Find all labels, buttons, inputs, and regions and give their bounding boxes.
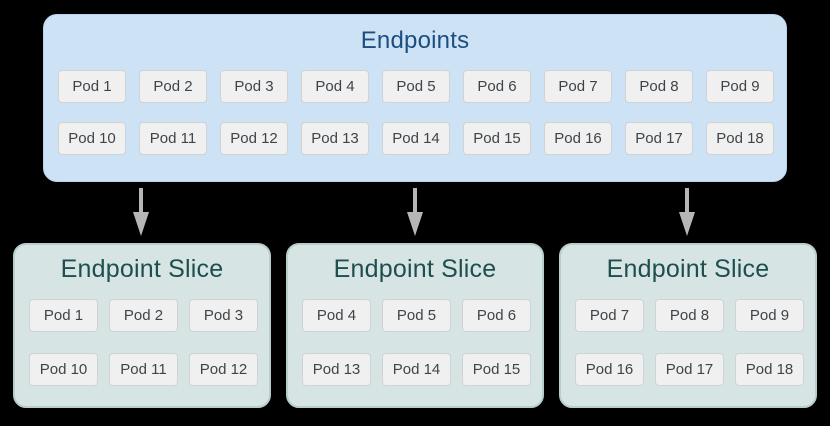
pod-box: Pod 8 bbox=[655, 299, 724, 332]
pod-box: Pod 9 bbox=[735, 299, 804, 332]
pod-box: Pod 16 bbox=[575, 353, 644, 386]
endpoint-slice-title: Endpoint Slice bbox=[60, 255, 224, 283]
endpoint-slice-box-3: Endpoint Slice Pod 7 Pod 8 Pod 9 Pod 16 … bbox=[559, 243, 817, 408]
endpoints-title: Endpoints bbox=[360, 27, 470, 54]
pod-box: Pod 11 bbox=[139, 122, 207, 155]
pod-box: Pod 14 bbox=[382, 353, 451, 386]
pod-box: Pod 6 bbox=[463, 70, 531, 103]
pod-box: Pod 15 bbox=[463, 122, 531, 155]
pod-box: Pod 13 bbox=[301, 122, 369, 155]
slice-pod-grid: Pod 1 Pod 2 Pod 3 Pod 10 Pod 11 Pod 12 bbox=[29, 299, 258, 386]
down-arrow-icon bbox=[407, 188, 423, 236]
pod-box: Pod 16 bbox=[544, 122, 612, 155]
pod-box: Pod 3 bbox=[189, 299, 258, 332]
pod-box: Pod 15 bbox=[462, 353, 531, 386]
pod-box: Pod 13 bbox=[302, 353, 371, 386]
pod-box: Pod 5 bbox=[382, 299, 451, 332]
down-arrow-icon bbox=[679, 188, 695, 236]
pod-box: Pod 7 bbox=[575, 299, 644, 332]
pod-box: Pod 17 bbox=[625, 122, 693, 155]
pod-box: Pod 7 bbox=[544, 70, 612, 103]
endpoint-slice-box-2: Endpoint Slice Pod 4 Pod 5 Pod 6 Pod 13 … bbox=[286, 243, 544, 408]
endpoints-pod-grid: Pod 1 Pod 2 Pod 3 Pod 4 Pod 5 Pod 6 Pod … bbox=[58, 70, 774, 155]
slice-pod-grid: Pod 7 Pod 8 Pod 9 Pod 16 Pod 17 Pod 18 bbox=[575, 299, 804, 386]
pod-box: Pod 14 bbox=[382, 122, 450, 155]
pod-box: Pod 1 bbox=[29, 299, 98, 332]
pod-box: Pod 1 bbox=[58, 70, 126, 103]
endpoints-box: Endpoints Pod 1 Pod 2 Pod 3 Pod 4 Pod 5 … bbox=[43, 14, 787, 182]
pod-box: Pod 4 bbox=[301, 70, 369, 103]
slice-pod-grid: Pod 4 Pod 5 Pod 6 Pod 13 Pod 14 Pod 15 bbox=[302, 299, 531, 386]
pod-box: Pod 2 bbox=[109, 299, 178, 332]
pod-box: Pod 2 bbox=[139, 70, 207, 103]
pod-box: Pod 6 bbox=[462, 299, 531, 332]
pod-box: Pod 18 bbox=[735, 353, 804, 386]
endpoint-slice-title: Endpoint Slice bbox=[606, 255, 770, 283]
pod-box: Pod 12 bbox=[220, 122, 288, 155]
pod-box: Pod 3 bbox=[220, 70, 288, 103]
down-arrow-icon bbox=[133, 188, 149, 236]
pod-box: Pod 10 bbox=[29, 353, 98, 386]
pod-box: Pod 8 bbox=[625, 70, 693, 103]
pod-box: Pod 9 bbox=[706, 70, 774, 103]
pod-box: Pod 18 bbox=[706, 122, 774, 155]
pod-box: Pod 17 bbox=[655, 353, 724, 386]
pod-box: Pod 4 bbox=[302, 299, 371, 332]
pod-box: Pod 10 bbox=[58, 122, 126, 155]
pod-box: Pod 5 bbox=[382, 70, 450, 103]
pod-box: Pod 12 bbox=[189, 353, 258, 386]
endpoint-slice-box-1: Endpoint Slice Pod 1 Pod 2 Pod 3 Pod 10 … bbox=[13, 243, 271, 408]
endpoint-slice-title: Endpoint Slice bbox=[333, 255, 497, 283]
pod-box: Pod 11 bbox=[109, 353, 178, 386]
